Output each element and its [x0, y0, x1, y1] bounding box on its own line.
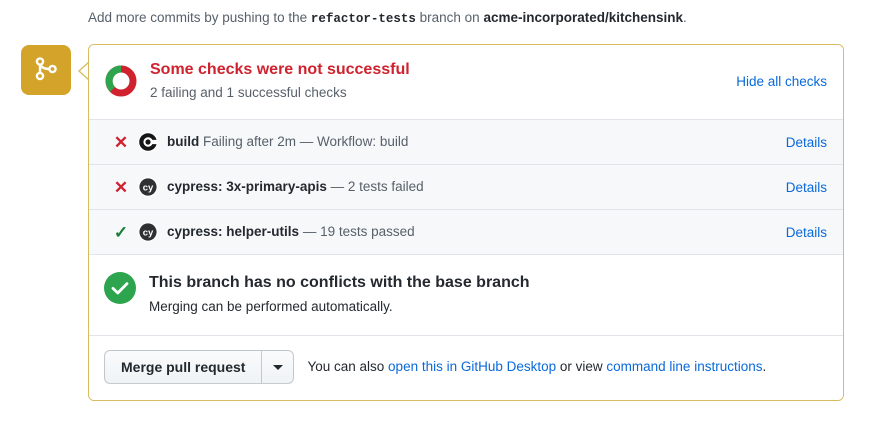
- cypress-icon: cy: [138, 177, 158, 197]
- checks-summary: Some checks were not successful 2 failin…: [150, 59, 736, 103]
- check-details-link[interactable]: Details: [785, 224, 827, 240]
- conflict-subtitle: Merging can be performed automatically.: [149, 299, 393, 314]
- merge-conflict-text: This branch has no conflicts with the ba…: [149, 272, 530, 317]
- push-note-middle: branch on: [415, 10, 484, 25]
- callout-caret-fill: [79, 62, 90, 80]
- check-name: cypress: 3x-primary-apis: [167, 179, 327, 194]
- footer-note-suffix: .: [762, 359, 767, 374]
- open-in-github-desktop-link[interactable]: open this in GitHub Desktop: [388, 359, 557, 374]
- timeline-badge: [21, 45, 71, 95]
- check-details-link[interactable]: Details: [785, 179, 827, 195]
- merge-status-box: Some checks were not successful 2 failin…: [88, 44, 844, 401]
- repository-name: acme-incorporated/kitchensink: [483, 10, 683, 25]
- check-circle-icon: [104, 272, 136, 304]
- svg-text:cy: cy: [143, 228, 154, 239]
- check-description: cypress: 3x-primary-apis — 2 tests faile…: [167, 177, 786, 197]
- circleci-icon: [138, 132, 158, 152]
- check-status-text: — 2 tests failed: [330, 179, 424, 194]
- svg-text:cy: cy: [143, 183, 154, 194]
- checks-title: Some checks were not successful: [150, 61, 410, 78]
- check-status-text: Failing after 2m — Workflow: build: [203, 134, 409, 149]
- branch-name: refactor-tests: [310, 12, 416, 26]
- push-note-prefix: Add more commits by pushing to the: [88, 10, 311, 25]
- check-row[interactable]: ✕ build Failing after 2m — Workflow: bui…: [89, 119, 843, 164]
- merge-actions-footer: Merge pull request You can also open thi…: [89, 335, 843, 400]
- merge-conflict-status: This branch has no conflicts with the ba…: [89, 254, 843, 335]
- hide-all-checks-link[interactable]: Hide all checks: [736, 73, 827, 89]
- check-name: build: [167, 134, 200, 149]
- check-name: cypress: helper-utils: [167, 224, 300, 239]
- checks-subtitle: 2 failing and 1 successful checks: [150, 85, 347, 100]
- merge-footer-note: You can also open this in GitHub Desktop…: [307, 357, 766, 377]
- checks-header: Some checks were not successful 2 failin…: [89, 45, 843, 119]
- check-row[interactable]: ✓ cy cypress: helper-utils — 19 tests pa…: [89, 209, 843, 254]
- cypress-icon: cy: [138, 222, 158, 242]
- chevron-down-icon: [272, 364, 283, 370]
- check-status-text: — 19 tests passed: [302, 224, 415, 239]
- check-description: build Failing after 2m — Workflow: build: [167, 132, 786, 152]
- status-failure-icon: ✕: [113, 177, 129, 197]
- conflict-title: This branch has no conflicts with the ba…: [149, 274, 530, 291]
- footer-note-middle: or view: [556, 359, 607, 374]
- command-line-instructions-link[interactable]: command line instructions: [606, 359, 763, 374]
- check-row[interactable]: ✕ cy cypress: 3x-primary-apis — 2 tests …: [89, 164, 843, 209]
- push-more-commits-note: Add more commits by pushing to the refac…: [88, 8, 687, 29]
- check-details-link[interactable]: Details: [785, 134, 827, 150]
- git-branch-icon: [33, 56, 59, 85]
- check-description: cypress: helper-utils — 19 tests passed: [167, 222, 786, 242]
- push-note-suffix: .: [683, 10, 687, 25]
- footer-note-prefix: You can also: [307, 359, 389, 374]
- status-failure-icon: ✕: [113, 132, 129, 152]
- merge-button-group: Merge pull request: [104, 350, 295, 384]
- status-success-icon: ✓: [113, 222, 129, 242]
- merge-options-dropdown-button[interactable]: [261, 350, 295, 384]
- checks-donut-icon: [104, 64, 138, 98]
- merge-pull-request-button[interactable]: Merge pull request: [104, 350, 262, 384]
